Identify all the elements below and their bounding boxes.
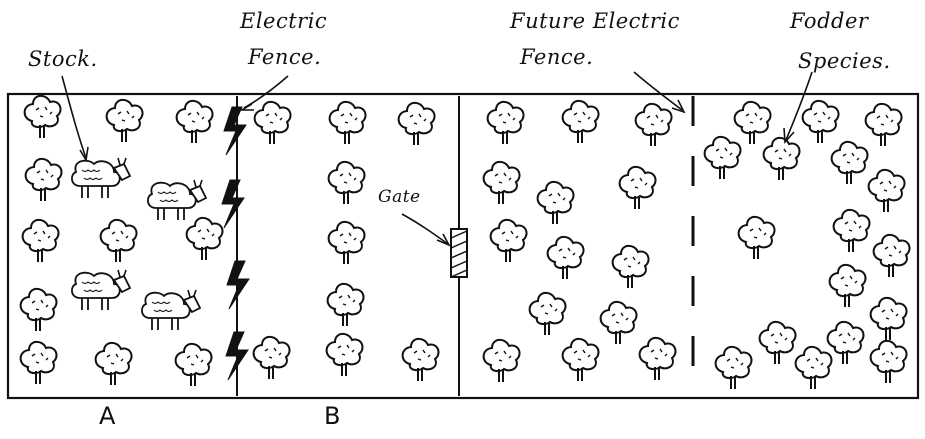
fodder-tree-icon	[327, 160, 366, 205]
fodder-tree-icon	[867, 168, 906, 213]
fodder-label-line2: Species.	[798, 49, 891, 73]
sheep-icon	[141, 289, 201, 331]
fodder-label-line1: Fodder	[790, 9, 869, 33]
fodder-tree-icon	[703, 135, 742, 180]
fodder-tree-icon	[253, 100, 292, 145]
sheep-icon	[71, 269, 131, 311]
fodder-tree-icon	[634, 102, 673, 147]
fodder-tree-icon	[864, 102, 903, 147]
fodder-tree-icon	[401, 337, 440, 382]
fodder-tree-icon	[758, 320, 797, 365]
fodder-tree-icon	[801, 99, 840, 144]
fodder-tree-icon	[175, 99, 214, 144]
stock-arrow	[61, 75, 87, 159]
fodder-tree-icon	[328, 100, 367, 145]
fodder-tree-icon	[19, 340, 58, 385]
fodder-tree-icon	[762, 136, 801, 181]
fodder-tree-icon	[872, 233, 911, 278]
sheep-icon	[71, 157, 131, 199]
fodder-tree-icon	[105, 98, 144, 143]
fodder-tree-icon	[733, 100, 772, 145]
electric-fence-label-line2: Fence.	[248, 45, 322, 69]
lightning-bolt-icon	[223, 106, 247, 156]
fodder-tree-icon	[252, 335, 291, 380]
paddock-b-label: B	[324, 402, 341, 430]
fodder-tree-icon	[618, 165, 657, 210]
fodder-tree-icon	[174, 342, 213, 387]
fodder-tree-icon	[638, 336, 677, 381]
fodder-tree-icon	[23, 94, 62, 139]
fodder-tree-icon	[561, 99, 600, 144]
gate-arrow	[401, 213, 449, 245]
fodder-tree-icon	[482, 338, 521, 383]
fodder-tree-icon	[536, 180, 575, 225]
fodder-tree-icon	[869, 296, 908, 341]
fodder-tree-icon	[737, 215, 776, 260]
fodder-tree-icon	[528, 291, 567, 336]
fodder-tree-icon	[482, 160, 521, 205]
fodder-tree-icon	[561, 337, 600, 382]
fodder-tree-icon	[826, 320, 865, 365]
fodder-tree-icon	[546, 235, 585, 280]
fodder-tree-icon	[486, 100, 525, 145]
gate-label: Gate	[378, 187, 421, 207]
fodder-tree-icon	[21, 218, 60, 263]
fodder-tree-icon	[828, 263, 867, 308]
fodder-tree-icon	[325, 332, 364, 377]
fodder-tree-icon	[99, 218, 138, 263]
electric-fence-label-line1: Electric	[240, 9, 328, 33]
gate-icon	[450, 228, 468, 278]
field-boundary	[6, 92, 920, 400]
fodder-tree-icon	[327, 220, 366, 265]
fodder-tree-icon	[794, 345, 833, 390]
future-fence-label-line2: Fence.	[520, 45, 594, 69]
fodder-tree-icon	[94, 341, 133, 386]
fodder-tree-icon	[869, 339, 908, 384]
future-fence-label-line1: Future Electric	[510, 9, 680, 33]
fodder-tree-icon	[489, 218, 528, 263]
sheep-icon	[147, 179, 207, 221]
fodder-tree-icon	[19, 287, 58, 332]
fodder-tree-icon	[24, 157, 63, 202]
fodder-tree-icon	[599, 300, 638, 345]
fodder-tree-icon	[611, 244, 650, 289]
fodder-species-arrow	[785, 71, 813, 141]
future-fence-arrow	[633, 71, 683, 111]
stock-label: Stock.	[28, 47, 98, 71]
fodder-tree-icon	[185, 216, 224, 261]
fodder-tree-icon	[326, 282, 365, 327]
fodder-tree-icon	[397, 101, 436, 146]
fodder-tree-icon	[830, 140, 869, 185]
paddock-a-label: A	[99, 402, 116, 430]
fodder-tree-icon	[714, 345, 753, 390]
lightning-bolt-icon	[221, 179, 245, 229]
fodder-tree-icon	[832, 208, 871, 253]
annotation-arrows	[61, 71, 813, 247]
